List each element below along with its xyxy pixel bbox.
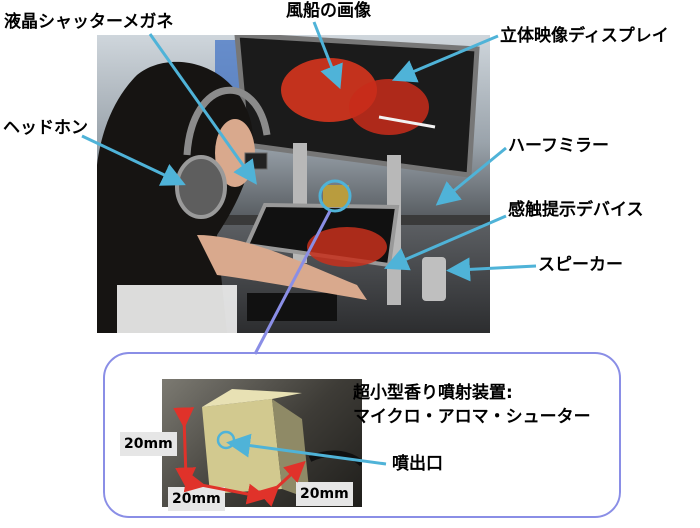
- aroma-cube-small: [323, 185, 349, 207]
- keyboard: [247, 293, 337, 321]
- label-shutter-glasses: 液晶シャッターメガネ: [4, 12, 174, 32]
- arrow-headphones: [81, 134, 186, 186]
- dim-height-arrow: [173, 407, 197, 489]
- callout-title-line2: マイクロ・アロマ・シューター: [353, 406, 591, 427]
- arrow-haptic-device: [383, 214, 507, 271]
- arrow-stereo-display: [391, 34, 499, 83]
- label-balloon-image: 風船の画像: [286, 1, 371, 21]
- speaker-box: [422, 257, 446, 301]
- arrow-shutter-glasses: [148, 33, 257, 185]
- callout-title-line1: 超小型香り噴射装置:: [353, 383, 513, 403]
- label-stereo-display: 立体映像ディスプレイ: [500, 26, 669, 46]
- arrow-half-mirror: [435, 146, 507, 206]
- label-half-mirror: ハーフミラー: [508, 136, 609, 156]
- arrow-nozzle: [226, 433, 387, 466]
- callout-title: 超小型香り噴射装置: マイクロ・アロマ・シューター: [353, 382, 591, 430]
- person-shirt: [117, 285, 237, 333]
- dim-depth-arrow: [257, 460, 306, 507]
- label-haptic-device: 感触提示デバイス: [508, 200, 644, 220]
- stylus-image: [378, 115, 436, 129]
- label-headphones: ヘッドホン: [3, 118, 88, 138]
- balloon-in-mirror: [307, 227, 387, 267]
- label-speaker: スピーカー: [538, 255, 623, 275]
- headphone-band: [183, 86, 271, 156]
- dim-height-label: 20mm: [120, 432, 177, 456]
- nozzle-highlight-circle: [216, 430, 236, 450]
- cube-highlight-circle: [318, 179, 352, 213]
- headphone-cup: [175, 155, 227, 219]
- cube-top-face: [202, 389, 302, 407]
- dim-width-arrow: [183, 471, 269, 505]
- arrow-balloon-image: [312, 21, 343, 90]
- callout-pointer-line: [253, 210, 332, 355]
- label-nozzle: 噴出口: [392, 454, 443, 474]
- arrow-speaker: [446, 257, 537, 282]
- person-arm: [197, 235, 367, 300]
